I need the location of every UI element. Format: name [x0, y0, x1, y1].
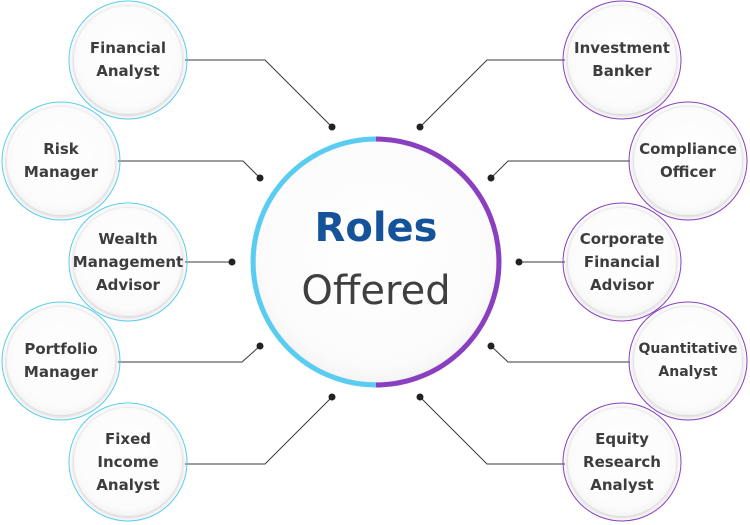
role-label-portfolio-manager: Portfolio Manager: [23, 340, 99, 381]
dot: [228, 258, 236, 266]
center-ring-left: [250, 136, 377, 388]
role-label-risk-manager: Risk Manager: [23, 140, 99, 181]
dot: [416, 393, 424, 401]
connector-quantitative-analyst: [490, 345, 630, 363]
role-label-investment-banker: Investment Banker: [574, 39, 670, 80]
role-circle-compliance-officer: [628, 101, 748, 221]
role-circle-equity-research-analyst: [562, 402, 682, 522]
dot: [515, 258, 523, 266]
dot: [256, 174, 264, 182]
role-circle-risk-manager: [1, 101, 121, 221]
connector-fixed-income-analyst: [185, 396, 333, 465]
role-circles-right: [562, 0, 748, 522]
role-label-wealth-management-advisor: Wealth Management Advisor: [72, 229, 184, 294]
role-circle-wealth-management-advisor: [68, 202, 188, 322]
connectors-left: [118, 59, 333, 465]
role-circle-financial-analyst: [68, 0, 188, 120]
connector-portfolio-manager: [118, 345, 261, 363]
role-label-corporate-financial-advisor: Corporate Financial Advisor: [579, 229, 665, 294]
center-circle: [250, 136, 502, 388]
role-circle-fixed-income-analyst: [68, 402, 188, 522]
role-circles-left: [1, 0, 188, 522]
connector-equity-research-analyst: [419, 396, 565, 465]
role-circle-portfolio-manager: [1, 301, 121, 421]
role-label-financial-analyst: Financial Analyst: [89, 39, 167, 80]
center-ring-right: [375, 136, 502, 388]
role-label-fixed-income-analyst: Fixed Income Analyst: [96, 429, 160, 494]
connector-dots: [228, 123, 523, 401]
role-label-equity-research-analyst: Equity Research Analyst: [583, 429, 661, 494]
dot: [487, 342, 495, 350]
role-circle-corporate-financial-advisor: [562, 202, 682, 322]
dot: [328, 123, 336, 131]
role-circle-quantitative-analyst: [628, 301, 748, 421]
role-label-compliance-officer: Compliance Officer: [639, 140, 737, 181]
connector-investment-banker: [419, 59, 565, 128]
dot: [328, 393, 336, 401]
connector-compliance-officer: [490, 160, 630, 179]
role-label-quantitative-analyst: Quantitative Analyst: [638, 341, 738, 380]
dot: [487, 174, 495, 182]
center-title: Roles: [314, 205, 438, 251]
dot: [256, 342, 264, 350]
center-subtitle: Offered: [301, 268, 451, 314]
connectors-right: [419, 59, 630, 465]
role-circle-investment-banker: [562, 0, 682, 120]
connector-risk-manager: [118, 160, 261, 179]
connector-financial-analyst: [185, 59, 333, 128]
dot: [416, 123, 424, 131]
